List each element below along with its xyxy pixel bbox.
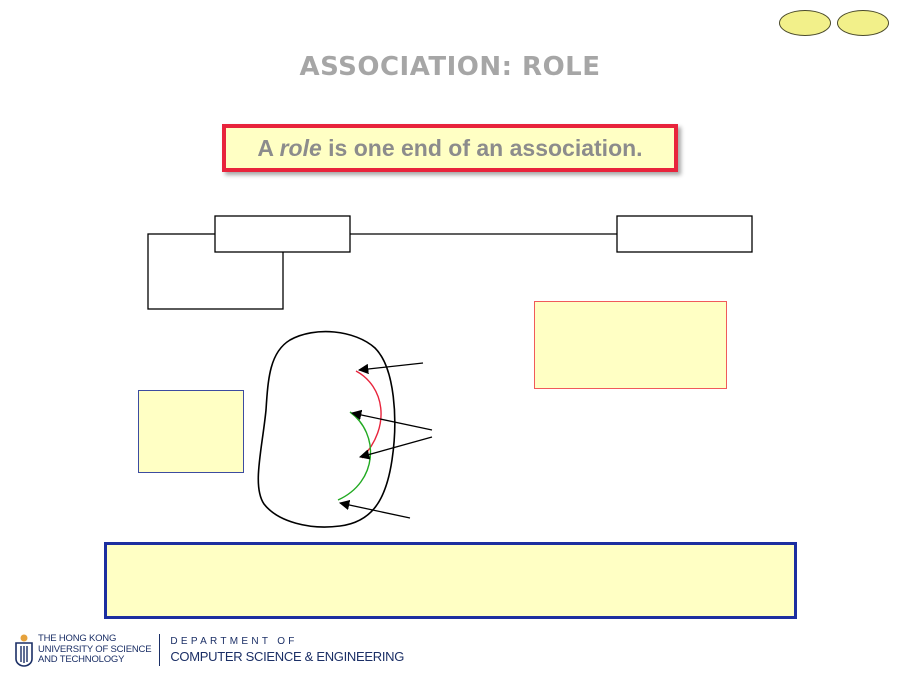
department-bottom: COMPUTER SCIENCE & ENGINEERING (170, 649, 405, 664)
arrow-top (357, 362, 424, 375)
arrow-middle-b (358, 436, 433, 460)
footer: THE HONG KONG UNIVERSITY OF SCIENCE AND … (14, 632, 404, 668)
definition-suffix: is one end of an association. (321, 134, 643, 161)
university-line-1: THE HONG KONG (38, 633, 117, 645)
footer-divider (159, 634, 161, 666)
definition-box: A role is one end of an association. (222, 124, 678, 172)
department-top: DEPARTMENT OF (170, 636, 298, 647)
university-line-3: AND TECHNOLOGY (38, 654, 125, 666)
department-name: DEPARTMENT OF COMPUTER SCIENCE & ENGINEE… (170, 636, 404, 664)
university-line-2: UNIVERSITY OF SCIENCE (38, 643, 152, 655)
definition-emphasis: role (279, 134, 322, 161)
role-note-box (534, 301, 727, 389)
class-box-right (616, 215, 753, 253)
slide-title: ASSOCIATION: ROLE (299, 52, 601, 82)
hkust-logo-icon (14, 633, 34, 667)
definition-prefix: A (257, 134, 280, 161)
arrow-bottom (338, 499, 411, 519)
highlight-blob (257, 330, 396, 528)
nav-next-button[interactable] (837, 10, 889, 36)
university-name: THE HONG KONG UNIVERSITY OF SCIENCE AND … (38, 633, 152, 666)
class-box-left (214, 215, 351, 253)
arrow-middle-a (350, 409, 433, 431)
side-note-box (138, 390, 244, 473)
nav-prev-button[interactable] (779, 10, 831, 36)
summary-note-box (104, 542, 797, 619)
